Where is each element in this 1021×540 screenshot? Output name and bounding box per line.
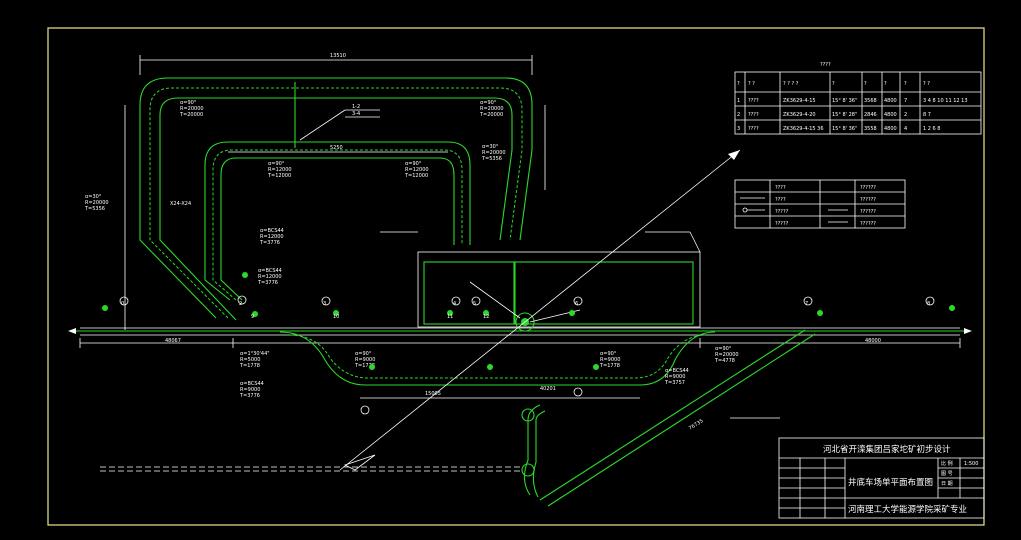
table-header-cell: ? (884, 81, 887, 87)
outer-loop-track: 13510 (125, 53, 545, 330)
svg-text:T=12000: T=12000 (404, 173, 428, 179)
main-haulage-line (68, 328, 972, 348)
dim-bottom-left: 48067 (165, 338, 181, 344)
table-header-cell: ? (864, 81, 867, 87)
title-main: 河北省开滦集团吕家坨矿初步设计 (823, 444, 951, 455)
legend-label: ?????? (860, 185, 876, 191)
title-date-label: 日 期 (941, 481, 953, 487)
title-sheet-label: 图 号 (941, 471, 953, 477)
dim-inner-loop: 5250 (330, 145, 343, 151)
table-header-cell: ? (904, 81, 907, 87)
legend-label: ???? (775, 197, 786, 203)
table-header-cell: ? ? ? ? (783, 81, 799, 87)
legend-label: ????? (775, 221, 789, 227)
turnout-table: ???? ?? ?? ? ? ?????? ?1????ZK3629-4-151… (735, 62, 981, 134)
table-cell: 4 (904, 126, 907, 132)
svg-text:T=5356: T=5356 (84, 206, 105, 212)
callout-tag-mid: 3-4 (352, 111, 360, 117)
survey-point-label: 2 (239, 301, 242, 307)
table-cell: 8 7 (923, 112, 931, 118)
table-cell: 4800 (884, 126, 897, 132)
svg-text:T=1778: T=1778 (239, 363, 260, 369)
svg-text:T=3776: T=3776 (259, 240, 280, 246)
survey-point-label: 5 (473, 301, 476, 307)
legend-table: ????????????????????????????????????????… (735, 180, 905, 228)
legend-label: ???? (775, 185, 786, 191)
title-scale-label: 比 例 (941, 460, 953, 467)
survey-point-label: 9 (251, 314, 254, 320)
callout-tag-top: 1-2 (352, 104, 360, 110)
title-block: 河北省开滦集团吕家坨矿初步设计 井底车场单平面布置图 河南理工大学能源学院采矿专… (779, 438, 984, 518)
svg-text:T=3776: T=3776 (239, 393, 260, 399)
long-arrows (100, 150, 740, 471)
survey-point-label: 4 (453, 301, 456, 307)
table-cell: 1 (737, 98, 740, 104)
svg-text:T=20000: T=20000 (179, 112, 203, 118)
dim-diagonal: 76735 (688, 418, 705, 432)
table-cell: ZK3629-4-15 (783, 98, 816, 104)
table-cell: 3568 (864, 98, 877, 104)
legend-label: ????? (775, 209, 789, 215)
table-title: ???? (820, 62, 831, 68)
table-cell: 3 (737, 126, 740, 132)
dim-right-bottom: 40201 (540, 386, 556, 392)
survey-point-label: 3 (323, 301, 326, 307)
table-header-cell: ? ? (923, 81, 930, 87)
table-cell: ZK3629-4-15 36 (783, 126, 824, 132)
svg-text:T=4778: T=4778 (714, 358, 735, 364)
table-cell: 1 2 6 8 (923, 126, 941, 132)
table-cell: ???? (748, 126, 759, 132)
legend-label: ?????? (860, 197, 876, 203)
table-cell: 4800 (884, 98, 897, 104)
table-cell: 15° 8' 28" (832, 112, 857, 118)
dim-bottom-right: 48000 (865, 338, 881, 344)
table-cell: 15° 8' 36" (832, 98, 857, 104)
survey-point-label: 7 (805, 301, 808, 307)
table-cell: 3 4 8 10 11 12 13 (923, 98, 968, 104)
svg-text:T=3757: T=3757 (664, 380, 685, 386)
table-cell: 2 (737, 112, 740, 118)
svg-text:T=1778: T=1778 (599, 363, 620, 369)
legend-label: ?????? (860, 209, 876, 215)
title-institution: 河南理工大学能源学院采矿专业 (848, 504, 967, 515)
table-cell: ???? (748, 98, 759, 104)
survey-point-label: 6 (575, 301, 578, 307)
svg-text:T=12000: T=12000 (267, 173, 291, 179)
table-header-cell: ? (832, 81, 835, 87)
table-cell: 4800 (884, 112, 897, 118)
title-scale-value: 1:500 (964, 461, 978, 467)
table-header-cell: ? ? (748, 81, 755, 87)
dim-top-loop: 13510 (330, 53, 346, 59)
survey-point-label: 11 (447, 314, 453, 320)
table-header-cell: ? (737, 81, 740, 87)
table-cell: 3558 (864, 126, 877, 132)
callout-left-box: X24-X24 (170, 201, 191, 207)
survey-point-label: 10 (333, 314, 339, 320)
table-cell: 15° 8' 36" (832, 126, 857, 132)
svg-text:T=3776: T=3776 (257, 280, 278, 286)
table-cell: 2846 (864, 112, 877, 118)
legend-label: ?????? (860, 221, 876, 227)
svg-text:T=5356: T=5356 (481, 156, 502, 162)
survey-point-label: 8 (927, 301, 930, 307)
table-cell: ???? (748, 112, 759, 118)
table-cell: 2 (904, 112, 907, 118)
table-cell: ZK3629-4-20 (783, 112, 816, 118)
survey-point-label: 0 (121, 301, 124, 307)
svg-text:T=20000: T=20000 (479, 112, 503, 118)
survey-point-label: 12 (483, 314, 489, 320)
shaft-building (380, 232, 700, 331)
title-drawing-name: 井底车场单平面布置图 (848, 477, 933, 488)
table-cell: 7 (904, 98, 907, 104)
